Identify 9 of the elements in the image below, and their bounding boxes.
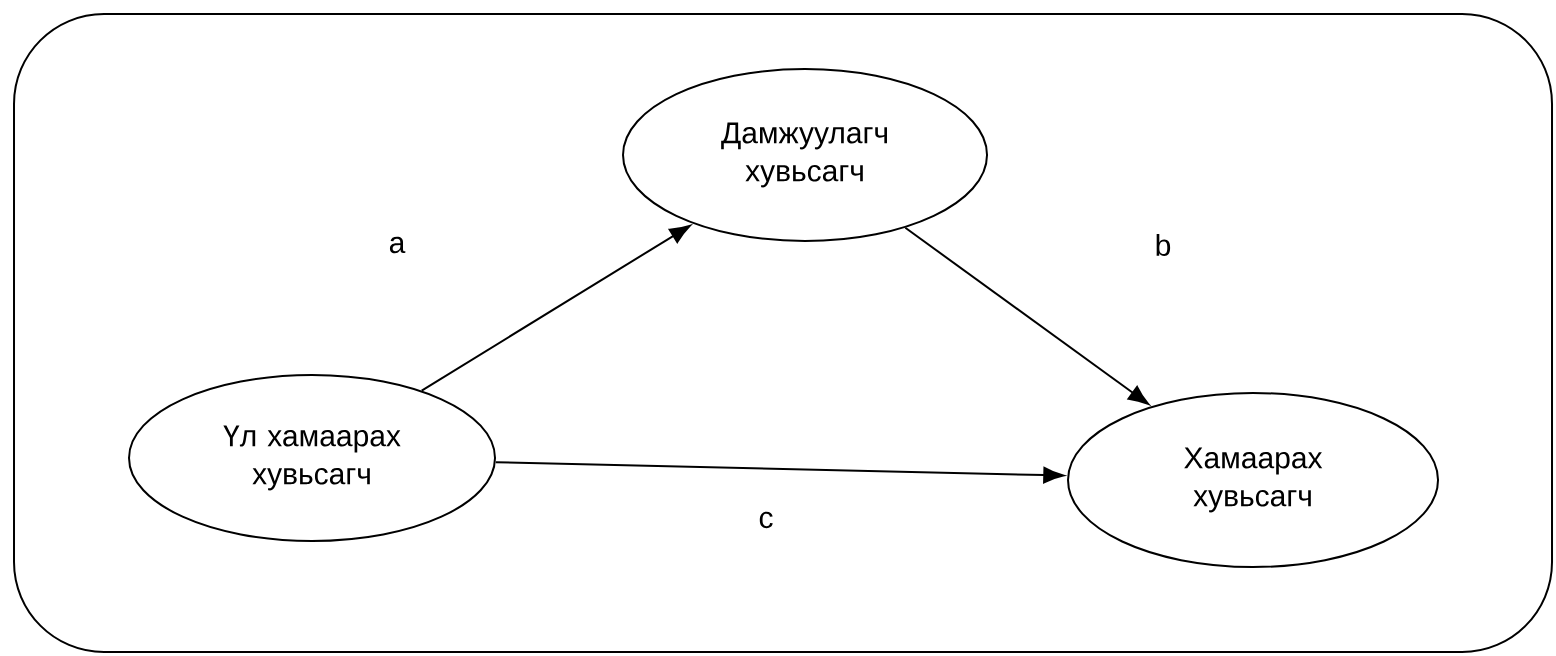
- ellipse-node: Дамжуулагч хувьсагч: [622, 68, 988, 242]
- edge-label: c: [759, 511, 773, 529]
- arrow: [420, 224, 691, 392]
- ellipse-node: Үл хамаарах хувьсагч: [128, 374, 496, 542]
- arrow: [904, 226, 1150, 405]
- edge-label: b: [1156, 234, 1171, 256]
- edge-label: a: [389, 236, 406, 254]
- ellipse-node: Хамаарах хувьсагч: [1067, 392, 1439, 568]
- arrow: [494, 461, 1065, 484]
